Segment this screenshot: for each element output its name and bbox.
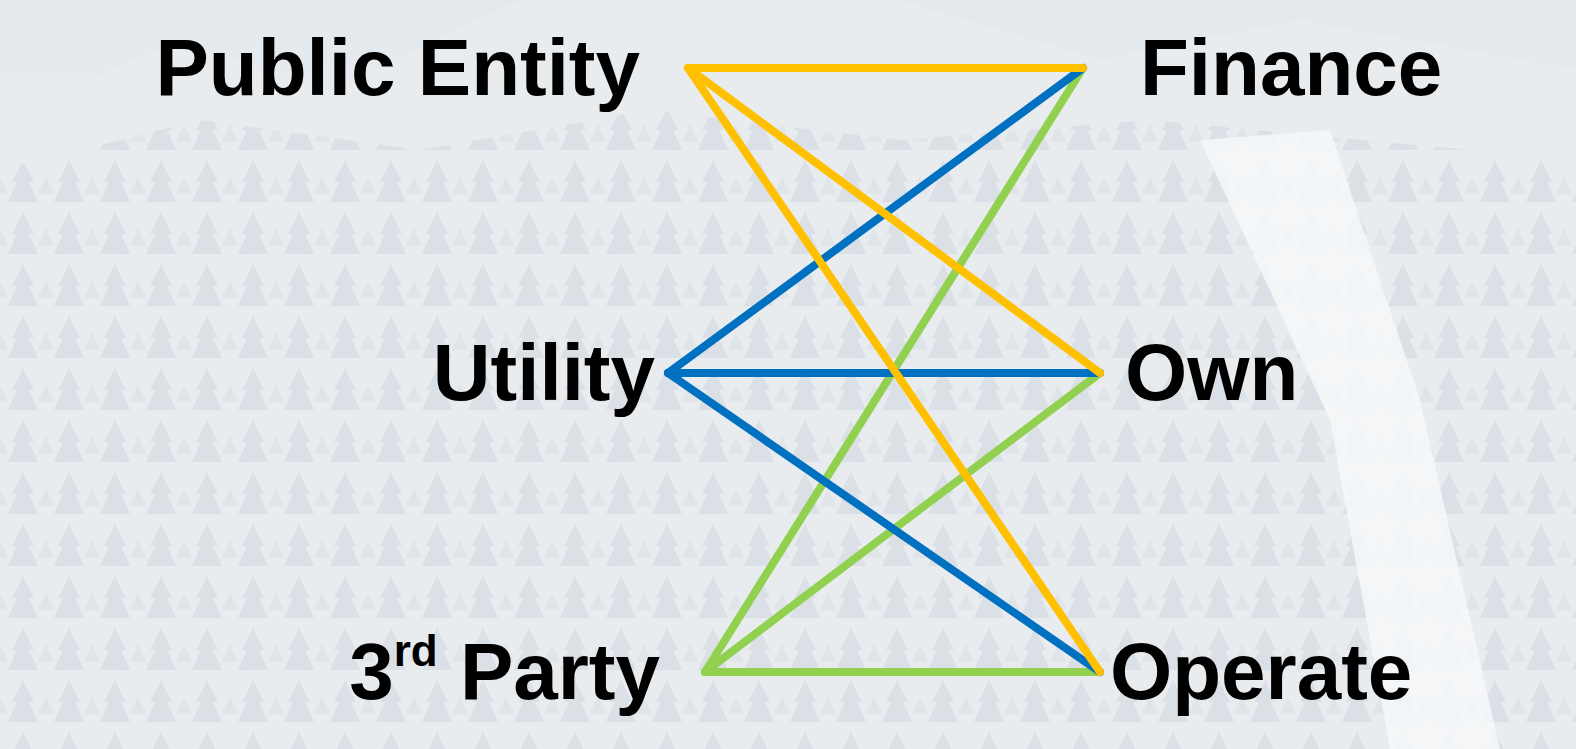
ordinal-suffix: rd (394, 626, 438, 675)
node-label: Utility (433, 329, 655, 417)
node-label: Own (1125, 329, 1298, 417)
label-node: 3rd Party (349, 628, 705, 716)
label-node: Own (1100, 329, 1298, 417)
node-label: Operate (1110, 628, 1412, 716)
label-node: Utility (433, 329, 668, 417)
label-node: Public Entity (156, 24, 689, 112)
connector-line (668, 373, 1100, 672)
connector-line (688, 68, 1100, 373)
connector-line (688, 68, 1100, 672)
connector-line (705, 668, 1100, 676)
label-node: Operate (1100, 628, 1412, 716)
label-node: Finance (1083, 24, 1442, 112)
forest (0, 110, 1576, 749)
node-label: Finance (1140, 24, 1442, 112)
node-label: 3rd Party (349, 628, 660, 716)
connector-line (668, 68, 1083, 373)
connector-line (668, 369, 1100, 377)
connector-line (688, 64, 1083, 72)
node-label: Public Entity (156, 24, 641, 112)
